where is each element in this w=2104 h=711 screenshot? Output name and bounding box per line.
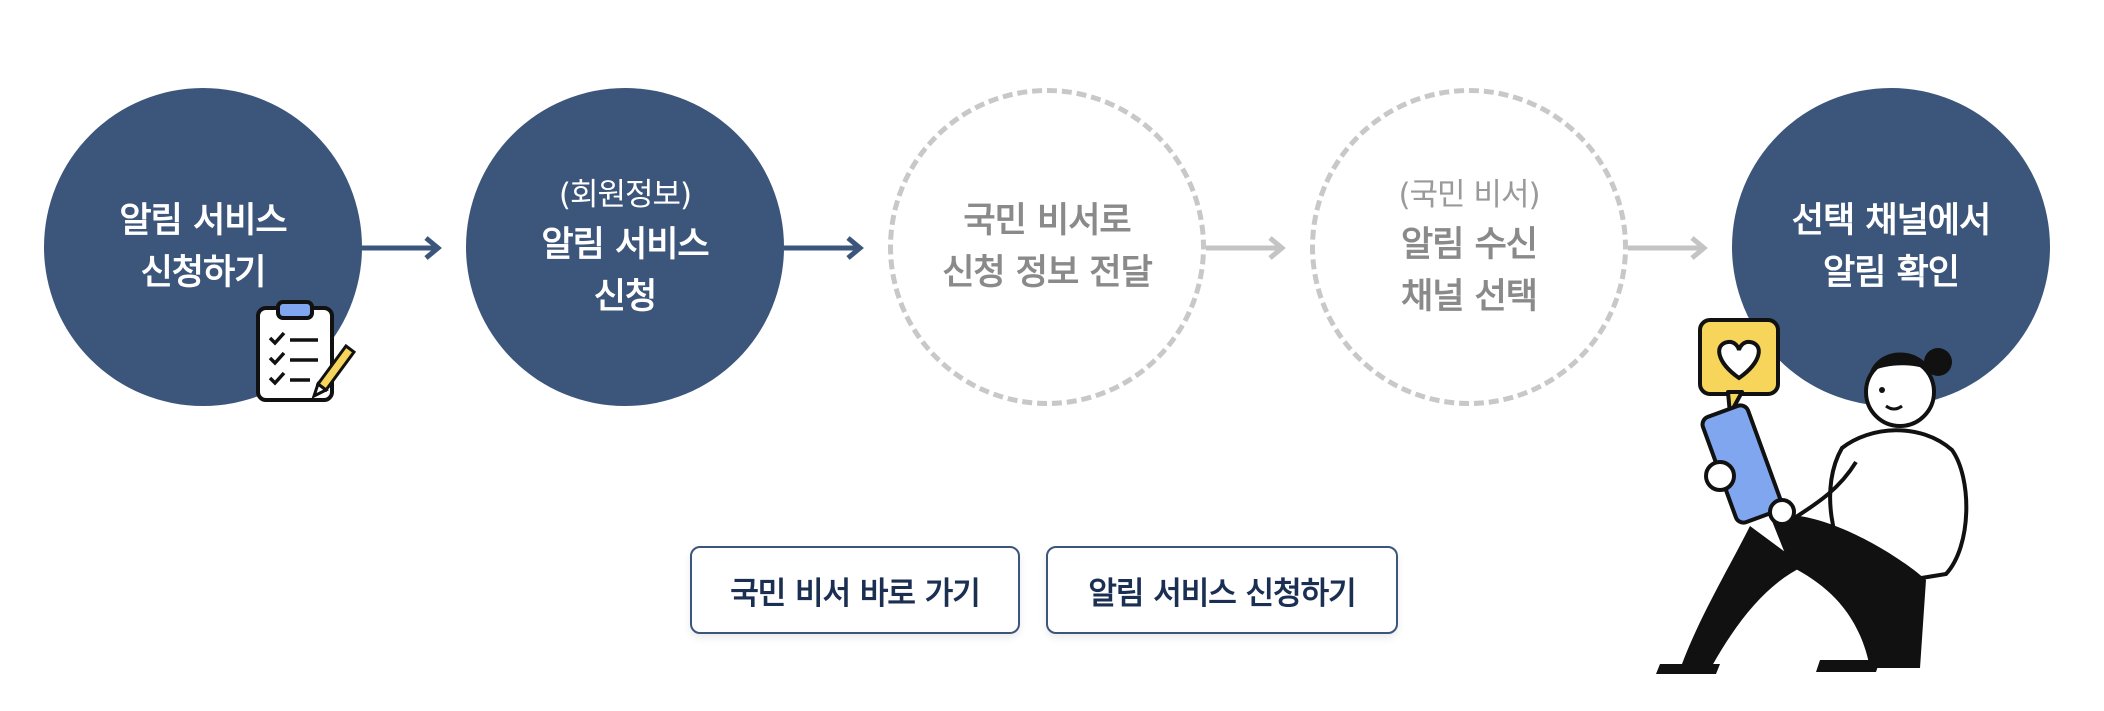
step-4-line-2: 채널 선택 — [1401, 277, 1538, 317]
go-to-national-secretary-button[interactable]: 국민 비서 바로 가기 — [690, 546, 1020, 634]
heart-icon — [1698, 318, 1780, 416]
step-3-forward-to-secretary: 국민 비서로 신청 정보 전달 — [888, 88, 1206, 406]
step-2-member-info-apply: (회원정보) 알림 서비스 신청 — [466, 88, 784, 406]
step-2-sub: (회원정보) — [558, 177, 692, 213]
pencil-icon — [311, 343, 357, 399]
step-5-line-2: 알림 확인 — [1823, 253, 1960, 293]
step-4-line-1: 알림 수신 — [1401, 225, 1538, 265]
step-arrow-3 — [1206, 236, 1286, 260]
clipboard-checklist-icon — [256, 300, 357, 402]
step-1-line-1: 알림 서비스 — [119, 201, 287, 241]
step-5-check-notification: 선택 채널에서 알림 확인 — [1732, 88, 2050, 406]
apply-notification-service-button[interactable]: 알림 서비스 신청하기 — [1046, 546, 1398, 634]
step-5-line-1: 선택 채널에서 — [1791, 201, 1991, 241]
person-with-tablet-illustration — [1656, 318, 1969, 674]
step-4-select-channel: (국민 비서) 알림 수신 채널 선택 — [1310, 88, 1628, 406]
step-1-line-2: 신청하기 — [140, 253, 267, 293]
step-arrow-2 — [784, 236, 864, 260]
step-arrow-4 — [1628, 236, 1708, 260]
step-arrow-1 — [362, 236, 442, 260]
step-1-apply-service: 알림 서비스 신청하기 — [44, 88, 362, 406]
step-3-line-2: 신청 정보 전달 — [942, 253, 1153, 293]
step-2-line-2: 신청 — [593, 277, 657, 317]
step-3-line-1: 국민 비서로 — [963, 201, 1131, 241]
step-2-line-1: 알림 서비스 — [541, 225, 709, 265]
step-4-sub: (국민 비서) — [1398, 177, 1540, 213]
